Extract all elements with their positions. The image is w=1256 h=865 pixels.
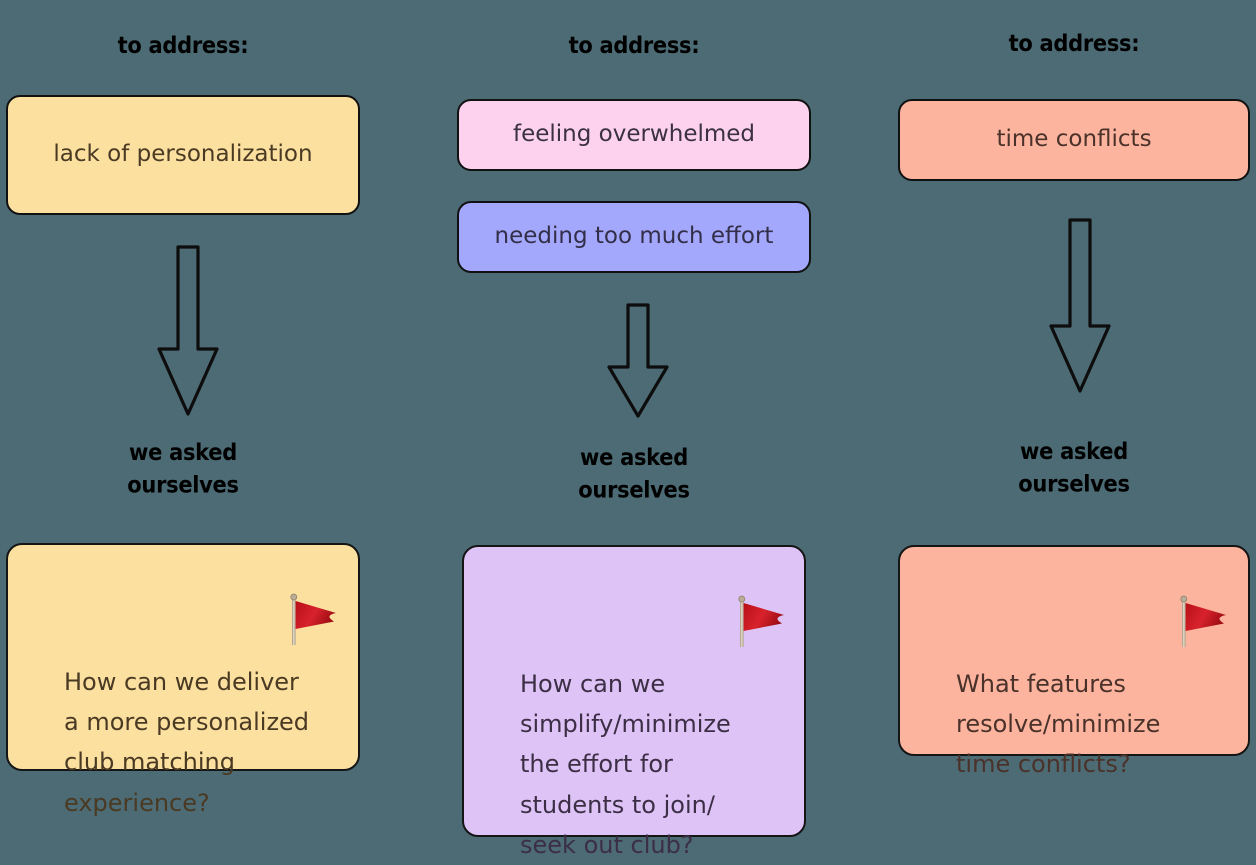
down-arrow-personalization [156, 245, 220, 417]
question-card-time-conflicts[interactable]: What features resolve/minimize time conf… [898, 545, 1250, 778]
question-text-effort: How can we simplify/minimize the effort … [520, 669, 731, 859]
red-flag-icon [280, 551, 342, 646]
asked-label-personalization: we asked ourselves [127, 438, 239, 499]
down-arrow-time-conflicts [1048, 218, 1112, 394]
question-text-time-conflicts: What features resolve/minimize time conf… [956, 669, 1161, 779]
column-header-effort: to address: [568, 31, 700, 59]
question-card-effort[interactable]: How can we simplify/minimize the effort … [462, 545, 806, 859]
problem-chip-time-conflicts[interactable]: time conflicts [898, 99, 1250, 181]
asked-label-time-conflicts: we asked ourselves [1018, 437, 1130, 498]
red-flag-icon [1170, 553, 1232, 648]
problem-chip-feeling-overwhelmed[interactable]: feeling overwhelmed [457, 99, 811, 171]
problem-chip-needing-too-much-effort[interactable]: needing too much effort [457, 201, 811, 273]
column-header-personalization: to address: [117, 31, 249, 59]
asked-label-effort: we asked ourselves [578, 443, 690, 504]
red-flag-icon [728, 553, 790, 648]
problem-chip-lack-of-personalization[interactable]: lack of personalization [6, 95, 360, 215]
question-card-personalization[interactable]: How can we deliver a more personalized c… [6, 543, 360, 817]
down-arrow-effort [606, 303, 670, 419]
question-text-personalization: How can we deliver a more personalized c… [64, 667, 310, 817]
column-header-time-conflicts: to address: [1008, 29, 1140, 57]
